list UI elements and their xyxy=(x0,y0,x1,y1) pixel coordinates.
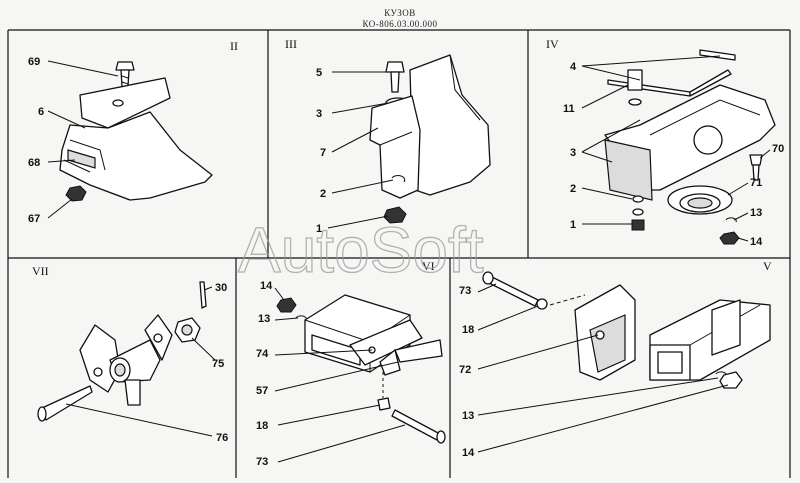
label-67: 67 xyxy=(28,213,40,225)
washer-18 xyxy=(377,397,391,411)
plate-74 xyxy=(349,319,423,366)
panel-iii: III 5 3 7 2 xyxy=(285,37,491,235)
panel-iv-numeral: IV xyxy=(546,37,559,51)
label-7: 7 xyxy=(320,147,326,159)
lock-washer-2 xyxy=(391,175,406,183)
bolt-73b xyxy=(486,275,539,307)
label-1b: 1 xyxy=(570,219,576,231)
label-14: 14 xyxy=(750,236,763,248)
panel-vii: VII 30 75 76 xyxy=(32,264,228,444)
label-3: 3 xyxy=(316,108,322,120)
bracket-57 xyxy=(394,339,443,363)
label-13: 13 xyxy=(750,207,762,219)
bolt-11 xyxy=(627,69,643,91)
label-69: 69 xyxy=(28,56,40,68)
diagram-code: КО-806.03.00.000 xyxy=(362,19,438,29)
label-4: 4 xyxy=(570,61,577,73)
bolt-73 xyxy=(391,409,441,441)
bracket-7 xyxy=(369,95,421,199)
cover-sheet xyxy=(59,111,213,201)
label-30: 30 xyxy=(215,282,227,294)
nut-67 xyxy=(65,185,87,202)
label-11: 11 xyxy=(563,103,575,115)
label-14c: 14 xyxy=(462,447,475,459)
panel-ii-numeral: II xyxy=(230,39,238,53)
label-73: 73 xyxy=(256,456,268,468)
label-5: 5 xyxy=(316,67,322,79)
panel-ii: II 69 xyxy=(28,39,238,225)
panel-vii-numeral: VII xyxy=(32,264,49,278)
nut-14 xyxy=(719,231,740,245)
label-68: 68 xyxy=(28,157,40,169)
bolt-5 xyxy=(385,61,405,93)
label-13c: 13 xyxy=(462,410,474,422)
label-6: 6 xyxy=(38,106,44,118)
panel-v-numeral: V xyxy=(763,259,772,273)
label-73b: 73 xyxy=(459,285,471,297)
nut-14b xyxy=(276,297,297,313)
label-75: 75 xyxy=(212,358,224,370)
label-71: 71 xyxy=(750,177,762,189)
panel-vi: VI xyxy=(256,259,446,468)
watermark: AutoSoft xyxy=(238,214,484,286)
label-2b: 2 xyxy=(570,183,576,195)
panel-v: V 73 18 xyxy=(459,259,772,459)
label-76: 76 xyxy=(216,432,228,444)
label-18: 18 xyxy=(256,420,268,432)
panel-vi-numeral: VI xyxy=(422,259,435,273)
strip-4 xyxy=(607,79,691,97)
panel-frames xyxy=(7,29,791,478)
frame-beam xyxy=(409,54,491,196)
panel-iv: IV xyxy=(546,37,784,248)
diagram-title: КУЗОВ xyxy=(384,8,416,18)
bracket-68 xyxy=(67,149,96,169)
label-14b: 14 xyxy=(260,280,273,292)
panel-iii-numeral: III xyxy=(285,37,297,51)
label-70: 70 xyxy=(772,143,784,155)
plate-6 xyxy=(79,77,171,129)
washer-18b xyxy=(536,298,548,310)
label-57: 57 xyxy=(256,385,268,397)
label-3b: 3 xyxy=(570,147,576,159)
label-13b: 13 xyxy=(258,313,270,325)
label-72: 72 xyxy=(459,364,471,376)
hinge-pin-76 xyxy=(41,385,93,421)
bracket-block xyxy=(604,139,653,201)
label-2: 2 xyxy=(320,188,326,200)
bolt-70 xyxy=(749,154,763,166)
nut-14c xyxy=(719,371,743,389)
label-74: 74 xyxy=(256,348,269,360)
lock-washer-13 xyxy=(725,217,737,223)
label-1: 1 xyxy=(316,223,322,235)
cotter-pin-30 xyxy=(199,281,207,309)
label-18b: 18 xyxy=(462,324,474,336)
